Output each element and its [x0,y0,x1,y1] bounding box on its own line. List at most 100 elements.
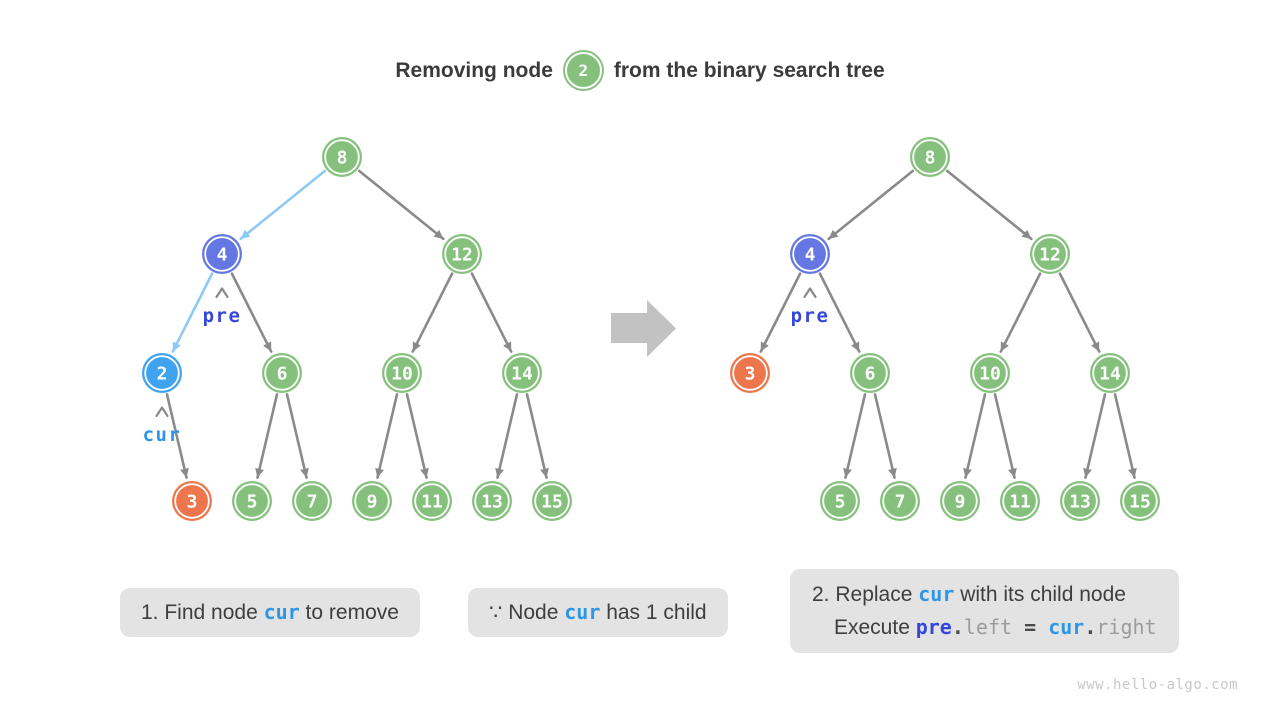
node-value: 13 [1069,492,1091,513]
pointer-caret-icon [803,287,817,299]
caption-text: 1. Find node [141,601,264,624]
node-value: 6 [277,364,288,385]
pointer-pre: pre [791,287,830,327]
tree-node-13: 13 [1060,481,1100,521]
tree-node-7: 7 [292,481,332,521]
tree-node-5: 5 [820,481,860,521]
node-value: 10 [979,364,1001,385]
caption-text: Execute [834,616,916,640]
edge-8-4-highlighted [239,169,327,241]
code-token-.: . [1084,615,1097,640]
edge-14-13 [495,393,519,479]
edge-8-12 [357,169,445,241]
tree-node-12: 12 [442,234,482,274]
edge-12-10 [999,272,1042,353]
tree-node-9: 9 [352,481,392,521]
title-node-badge: 2 [564,52,602,89]
tree-node-3: 3 [172,481,212,521]
edge-8-4 [827,169,915,241]
edge-6-7 [285,393,309,479]
node-value: 12 [451,245,473,266]
caption-line: 2. Replace cur with its child node [812,578,1157,611]
tree-node-3: 3 [730,353,770,393]
caption-because: ∵ Node cur has 1 child [468,588,728,638]
title-text-before: Removing node [395,58,553,82]
node-value: 6 [865,364,876,385]
code-token-=: = [1012,615,1049,640]
node-value: 7 [307,492,318,513]
tree-node-10: 10 [970,353,1010,393]
tree-node-8: 8 [910,137,950,177]
title-node-value: 2 [578,61,589,80]
code-token-cur: cur [918,582,955,606]
tree-node-4: 4 [202,234,242,274]
caption-line: Execute pre.left = cur.right [834,611,1157,644]
node-value: 15 [1129,492,1151,513]
edge-12-14 [1058,272,1101,353]
edge-10-11 [993,393,1017,479]
node-value: 4 [805,245,816,266]
caption-text: with its child node [954,583,1126,606]
node-value: 13 [481,492,503,513]
edge-4-6 [818,272,861,353]
code-token-cur: cur [263,600,300,624]
tree-node-9: 9 [940,481,980,521]
pointer-caret-icon [155,406,169,418]
edge-4-2-highlighted [171,272,214,353]
code-token-cur: cur [564,600,601,624]
node-value: 8 [337,148,348,169]
edge-10-9 [963,393,987,479]
tree-node-13: 13 [472,481,512,521]
node-value: 8 [925,148,936,169]
edge-8-12 [945,169,1033,241]
node-value: 12 [1039,245,1061,266]
node-value: 14 [1099,364,1121,385]
caption-text: to remove [299,601,399,624]
node-value: 3 [187,492,198,513]
tree-right: 8 4 12 3 6 10 14 5 7 9 11 13 15 pre [730,137,1160,521]
edge-6-5 [843,393,867,479]
code-token-right: right [1096,615,1157,640]
tree-node-8: 8 [322,137,362,177]
edge-14-15 [525,393,549,479]
code-token-.: . [951,615,964,640]
edge-10-9 [375,393,399,479]
node-value: 2 [157,364,168,385]
pointer-label-pre: pre [791,305,830,327]
node-value: 5 [247,492,258,513]
pointer-pre: pre [203,287,242,327]
edge-10-11 [405,393,429,479]
tree-node-5: 5 [232,481,272,521]
edge-14-13 [1083,393,1107,479]
tree-node-2: 2 [142,353,182,393]
pointer-label-pre: pre [203,305,242,327]
tree-node-10: 10 [382,353,422,393]
node-value: 5 [835,492,846,513]
tree-node-15: 15 [1120,481,1160,521]
node-value: 3 [745,364,756,385]
node-value: 15 [541,492,563,513]
node-value: 4 [217,245,228,266]
diagram-title: Removing node 2 from the binary search t… [0,52,1280,89]
tree-node-6: 6 [850,353,890,393]
edge-4-6 [230,272,273,353]
code-token-pre: pre [915,615,952,640]
node-value: 7 [895,492,906,513]
code-token-left: left [963,615,1013,640]
node-value: 11 [1009,492,1031,513]
tree-node-7: 7 [880,481,920,521]
edge-2-3 [165,393,189,479]
pointer-cur: cur [143,406,180,446]
pointer-caret-icon [215,287,229,299]
watermark: www.hello-algo.com [1077,677,1238,693]
edge-4-3 [759,272,802,353]
tree-node-6: 6 [262,353,302,393]
tree-node-4: 4 [790,234,830,274]
tree-node-14: 14 [502,353,542,393]
edge-12-10 [411,272,454,353]
tree-node-14: 14 [1090,353,1130,393]
caption-step-1: 1. Find node cur to remove [120,588,420,638]
